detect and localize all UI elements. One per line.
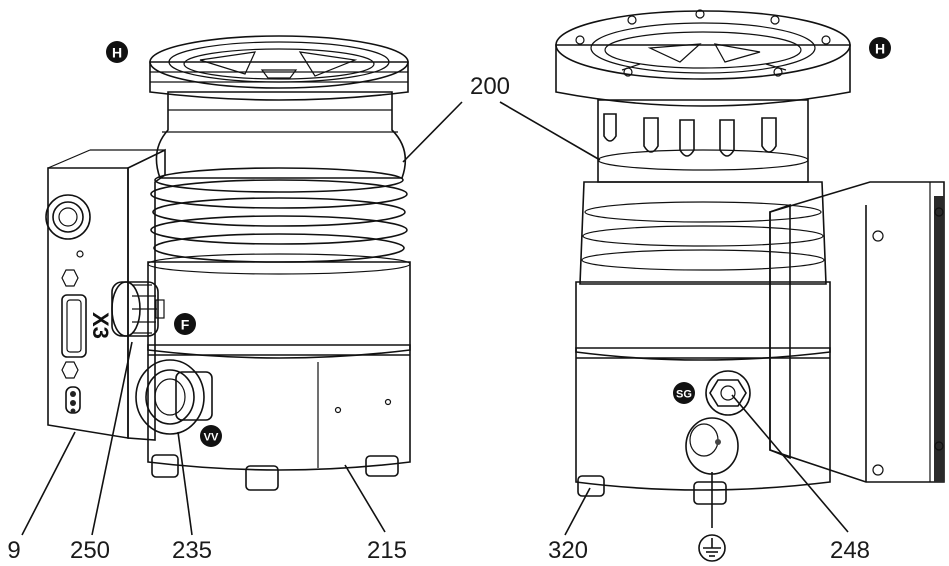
pump-lower-housing	[147, 344, 411, 491]
label-250: 250	[70, 537, 110, 564]
svg-text:H: H	[875, 41, 885, 57]
left-pump-view: X3	[21, 35, 463, 536]
label-200: 200	[470, 73, 510, 100]
pump-bellows-right	[579, 181, 827, 285]
badge-h-right: H	[869, 37, 891, 59]
inlet-flange-right	[555, 9, 851, 107]
electronics-box: X3	[45, 148, 166, 441]
pump-neck	[155, 91, 407, 179]
svg-text:F: F	[181, 317, 190, 333]
electronics-box-right	[769, 181, 945, 483]
badge-f: F	[174, 313, 196, 335]
protective-earth-icon	[698, 534, 726, 562]
label-215: 215	[367, 537, 407, 564]
badge-sg: SG	[673, 382, 695, 404]
inlet-flange	[149, 35, 409, 101]
pump-lower-housing-right	[575, 347, 831, 505]
leader-line-215	[344, 464, 386, 533]
leader-line-250	[91, 341, 133, 536]
leader-line-9	[21, 431, 76, 536]
ground-stud	[685, 417, 739, 475]
pump-motor-section-right	[575, 281, 831, 361]
connector-icon	[45, 194, 91, 240]
label-235: 235	[172, 537, 212, 564]
leader-line-200-left	[402, 101, 463, 163]
right-pump-view: SG H	[499, 9, 945, 536]
sealing-gas-port	[705, 370, 751, 416]
venting-knob	[111, 281, 165, 337]
badge-h-left: H	[106, 41, 128, 63]
pump-motor-section	[147, 253, 411, 359]
leader-line-200-right	[499, 101, 601, 161]
badge-vv: VV	[200, 425, 222, 447]
kf-port	[135, 359, 213, 435]
leader-line-235	[177, 431, 193, 536]
led-indicator	[65, 386, 81, 414]
leader-line-248	[731, 394, 849, 533]
svg-text:SG: SG	[676, 389, 692, 401]
pump-upper-body-right	[597, 99, 809, 183]
x3-label: X3	[88, 312, 113, 339]
label-9: 9	[7, 537, 20, 564]
svg-text:H: H	[112, 45, 122, 61]
leader-line-320	[564, 487, 591, 536]
label-320: 320	[548, 537, 588, 564]
x3-connector	[61, 269, 87, 379]
label-248: 248	[830, 537, 870, 564]
pump-bellows	[150, 167, 408, 263]
svg-text:VV: VV	[204, 432, 219, 444]
